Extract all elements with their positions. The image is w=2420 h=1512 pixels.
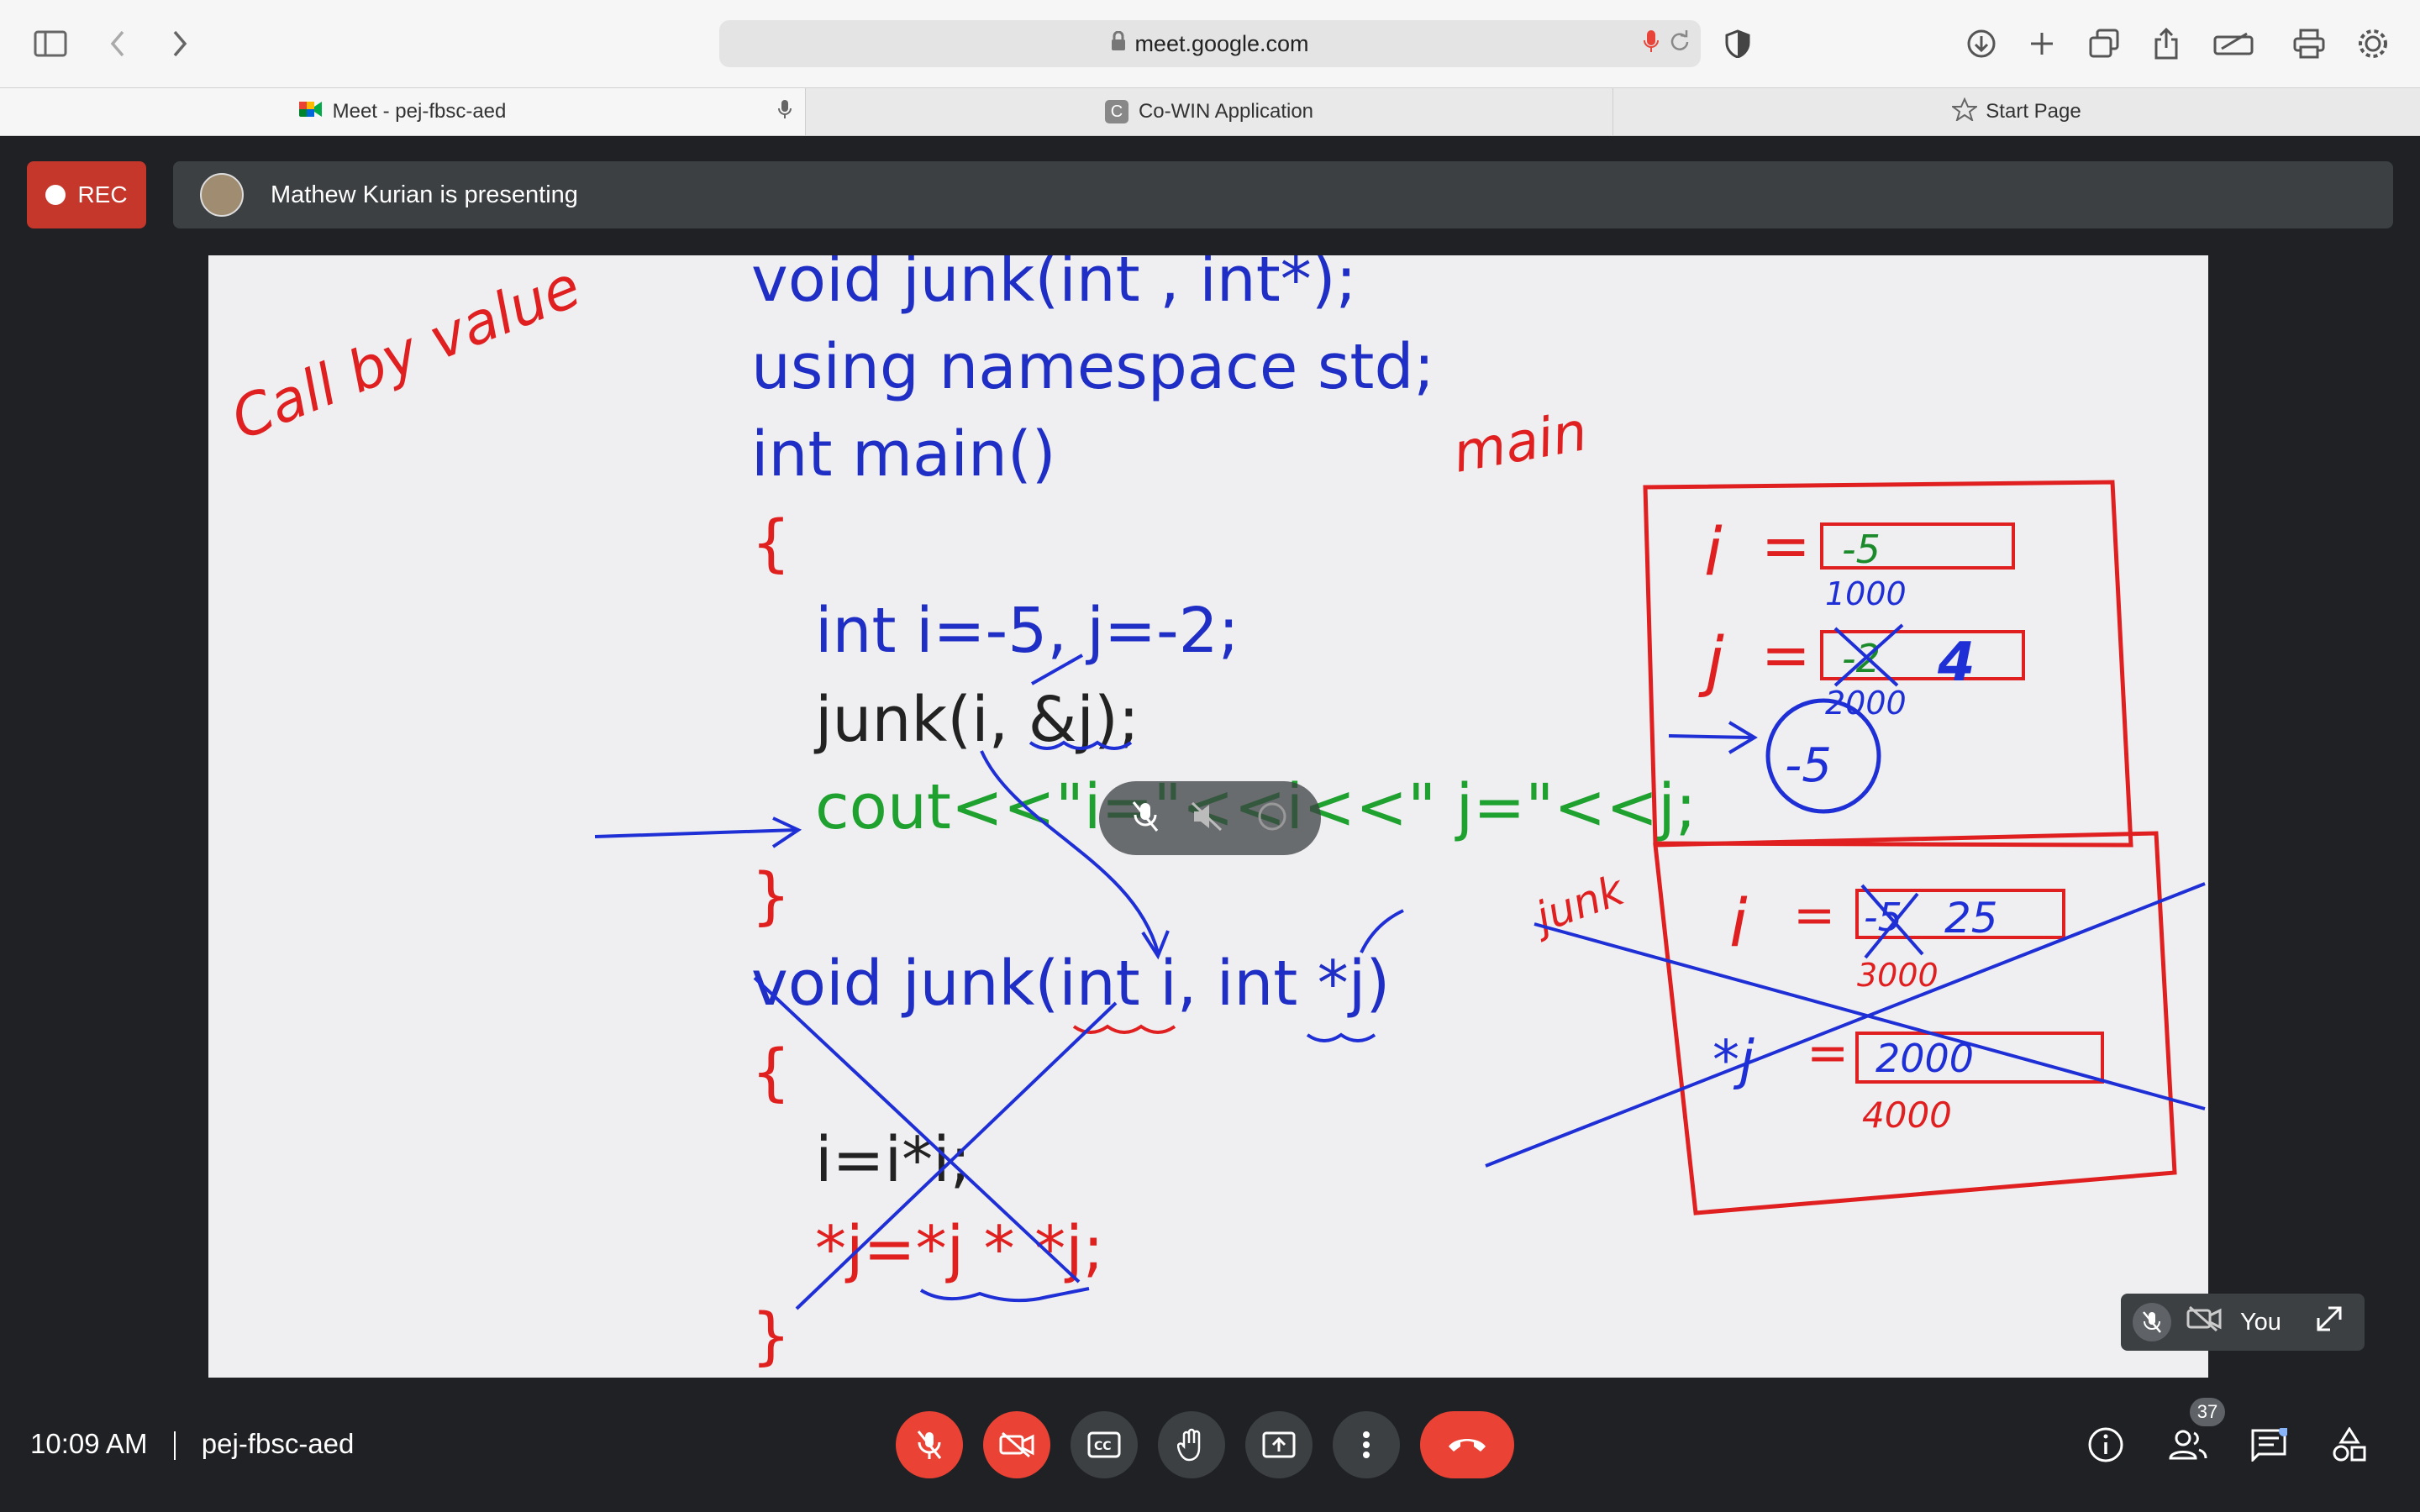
new-tab-icon[interactable] [2018, 20, 2065, 67]
divider [173, 1431, 176, 1461]
equals-sign: = [1807, 1024, 1849, 1083]
settings-gear-icon[interactable] [2349, 20, 2396, 67]
chat-button[interactable] [2242, 1418, 2296, 1472]
junk-i-address: 3000 [1857, 957, 1939, 994]
record-dot-icon [45, 185, 66, 205]
equals-sign: = [1761, 621, 1811, 690]
tab-bar: Meet - pej-fbsc-aed C Co-WIN Application… [0, 87, 2420, 136]
rec-label: REC [77, 181, 128, 207]
meeting-details-button[interactable] [2079, 1418, 2133, 1472]
code-line: junk(i, &j); [815, 684, 1139, 756]
code-line: void junk(int i, int *j) [751, 948, 1391, 1020]
url-text: meet.google.com [1134, 30, 1309, 56]
self-mic-off-icon [2133, 1303, 2171, 1341]
call-by-value-label: Call by value [223, 255, 590, 454]
star-icon [1950, 97, 1980, 127]
expand-icon[interactable] [2315, 1305, 2344, 1340]
code-line: { [751, 1037, 792, 1109]
annotations-layer: Call by value main junk i = -5 1000 j = [223, 255, 2206, 1310]
presenter-muted-overlay [1099, 781, 1321, 855]
participant-count-badge: 37 [2190, 1398, 2225, 1426]
tab-label: Start Page [1986, 100, 2081, 123]
equals-sign: = [1761, 512, 1811, 580]
main-i-address: 1000 [1825, 575, 1907, 612]
equals-sign: = [1793, 886, 1835, 945]
self-view-tile[interactable]: You [2121, 1294, 2365, 1351]
code-line: } [751, 1300, 792, 1373]
junk-j-value: 2000 [1876, 1036, 1974, 1081]
raise-hand-button[interactable] [1158, 1411, 1225, 1478]
main-label: main [1449, 401, 1591, 486]
meeting-info: 10:09 AM pej-fbsc-aed [30, 1428, 355, 1461]
junk-var-star-j-label: *j [1712, 1030, 1754, 1092]
printed-value: -5 [1785, 738, 1832, 793]
leave-call-button[interactable] [1420, 1411, 1514, 1478]
recording-badge[interactable]: REC [27, 161, 146, 228]
presenting-text: Mathew Kurian is presenting [271, 181, 578, 208]
code-line: using namespace std; [751, 331, 1435, 403]
tab-mic-icon[interactable] [778, 98, 792, 126]
junk-var-i-label: i [1729, 886, 1748, 962]
captions-button[interactable]: CC [1071, 1411, 1138, 1478]
var-i-label: i [1704, 515, 1723, 591]
present-screen-button[interactable] [1245, 1411, 1313, 1478]
people-button[interactable] [2161, 1418, 2215, 1472]
code-line: { [751, 507, 792, 580]
tab-start-page[interactable]: Start Page [1613, 88, 2420, 135]
more-options-button[interactable] [1333, 1411, 1400, 1478]
junk-j-address: 4000 [1862, 1095, 1952, 1136]
tab-meet[interactable]: Meet - pej-fbsc-aed [0, 88, 805, 135]
tab-label: Co-WIN Application [1138, 100, 1314, 123]
tab-label: Meet - pej-fbsc-aed [332, 100, 507, 123]
loading-icon [1255, 800, 1289, 837]
print-icon[interactable] [2286, 20, 2333, 67]
mic-toggle-button[interactable] [896, 1411, 963, 1478]
lock-icon [1111, 30, 1126, 57]
mic-in-use-icon[interactable] [1644, 29, 1659, 60]
presenter-avatar [200, 173, 244, 217]
activities-button[interactable] [2323, 1418, 2376, 1472]
markup-icon[interactable] [2210, 20, 2257, 67]
code-line: int i=-5, j=-2; [815, 595, 1239, 667]
sidebar-toggle-icon[interactable] [27, 20, 74, 67]
downloads-icon[interactable] [1958, 20, 2005, 67]
forward-icon[interactable] [156, 20, 203, 67]
tab-cowin[interactable]: C Co-WIN Application [806, 88, 1612, 135]
presenting-banner: Mathew Kurian is presenting [173, 161, 2393, 228]
main-j-new-value: 4 [1937, 632, 1975, 694]
muted-mic-icon [1131, 800, 1160, 837]
browser-toolbar: meet.google.com [0, 0, 2420, 87]
code-line: } [751, 860, 792, 932]
code-line: int main() [751, 418, 1056, 491]
junk-i-old-value: -5 [1864, 895, 1902, 940]
var-j-label: j [1698, 624, 1724, 700]
junk-i-new-value: 25 [1944, 894, 1998, 942]
self-camera-off-icon [2186, 1305, 2222, 1339]
code-line: i=i*i; [815, 1124, 971, 1196]
self-label: You [2240, 1308, 2281, 1336]
address-bar[interactable]: meet.google.com [719, 20, 1701, 67]
meeting-code: pej-fbsc-aed [201, 1428, 355, 1459]
junk-label: junk [1525, 865, 1632, 944]
tab-overview-icon[interactable] [2081, 20, 2128, 67]
clock-time: 10:09 AM [30, 1428, 148, 1459]
google-meet-icon [298, 100, 323, 124]
privacy-shield-icon[interactable] [1714, 20, 1761, 67]
cowin-favicon-icon: C [1104, 100, 1128, 123]
code-line: void junk(int , int*); [751, 255, 1357, 316]
svg-text:CC: CC [1094, 1440, 1112, 1453]
main-i-value: -5 [1842, 527, 1881, 572]
share-icon[interactable] [2143, 20, 2190, 67]
back-icon[interactable] [94, 20, 141, 67]
camera-toggle-button[interactable] [983, 1411, 1050, 1478]
muted-speaker-icon [1191, 801, 1224, 836]
reload-icon[interactable] [1669, 29, 1691, 58]
